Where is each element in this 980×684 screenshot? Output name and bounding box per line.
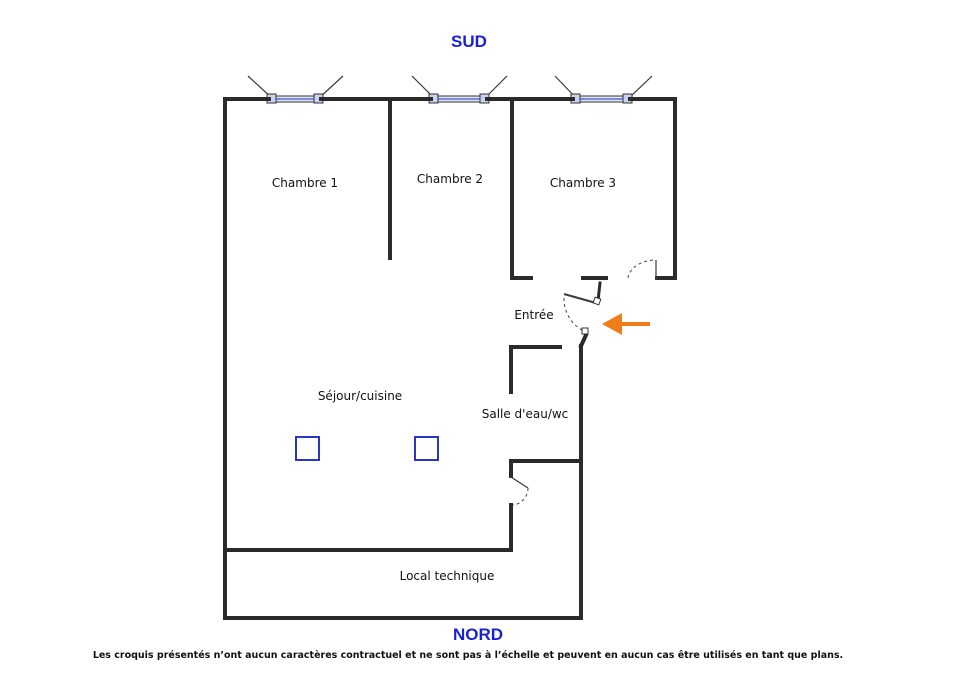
door-salle-eau — [510, 476, 529, 506]
square-outline-icon — [295, 436, 320, 461]
square-outline-icon — [414, 436, 439, 461]
walls — [223, 97, 677, 620]
room-label-chambre-2: Chambre 2 — [417, 172, 483, 186]
door-chambre3 — [627, 259, 657, 280]
compass-north-label: NORD — [453, 625, 503, 644]
room-label-local-technique: Local technique — [400, 569, 495, 583]
room-label-chambre-1: Chambre 1 — [272, 176, 338, 190]
room-label-entree: Entrée — [514, 308, 553, 322]
window-icon — [554, 75, 653, 104]
room-label-chambre-3: Chambre 3 — [550, 176, 616, 190]
room-label-sejour: Séjour/cuisine — [318, 389, 402, 403]
room-label-salle-eau: Salle d'eau/wc — [482, 407, 569, 421]
door-entree — [563, 281, 602, 335]
disclaimer-text: Les croquis présentés n’ont aucun caract… — [93, 650, 843, 661]
window-icon — [411, 75, 508, 104]
compass-south-label: SUD — [451, 32, 487, 51]
arrow-left-icon — [602, 313, 650, 335]
